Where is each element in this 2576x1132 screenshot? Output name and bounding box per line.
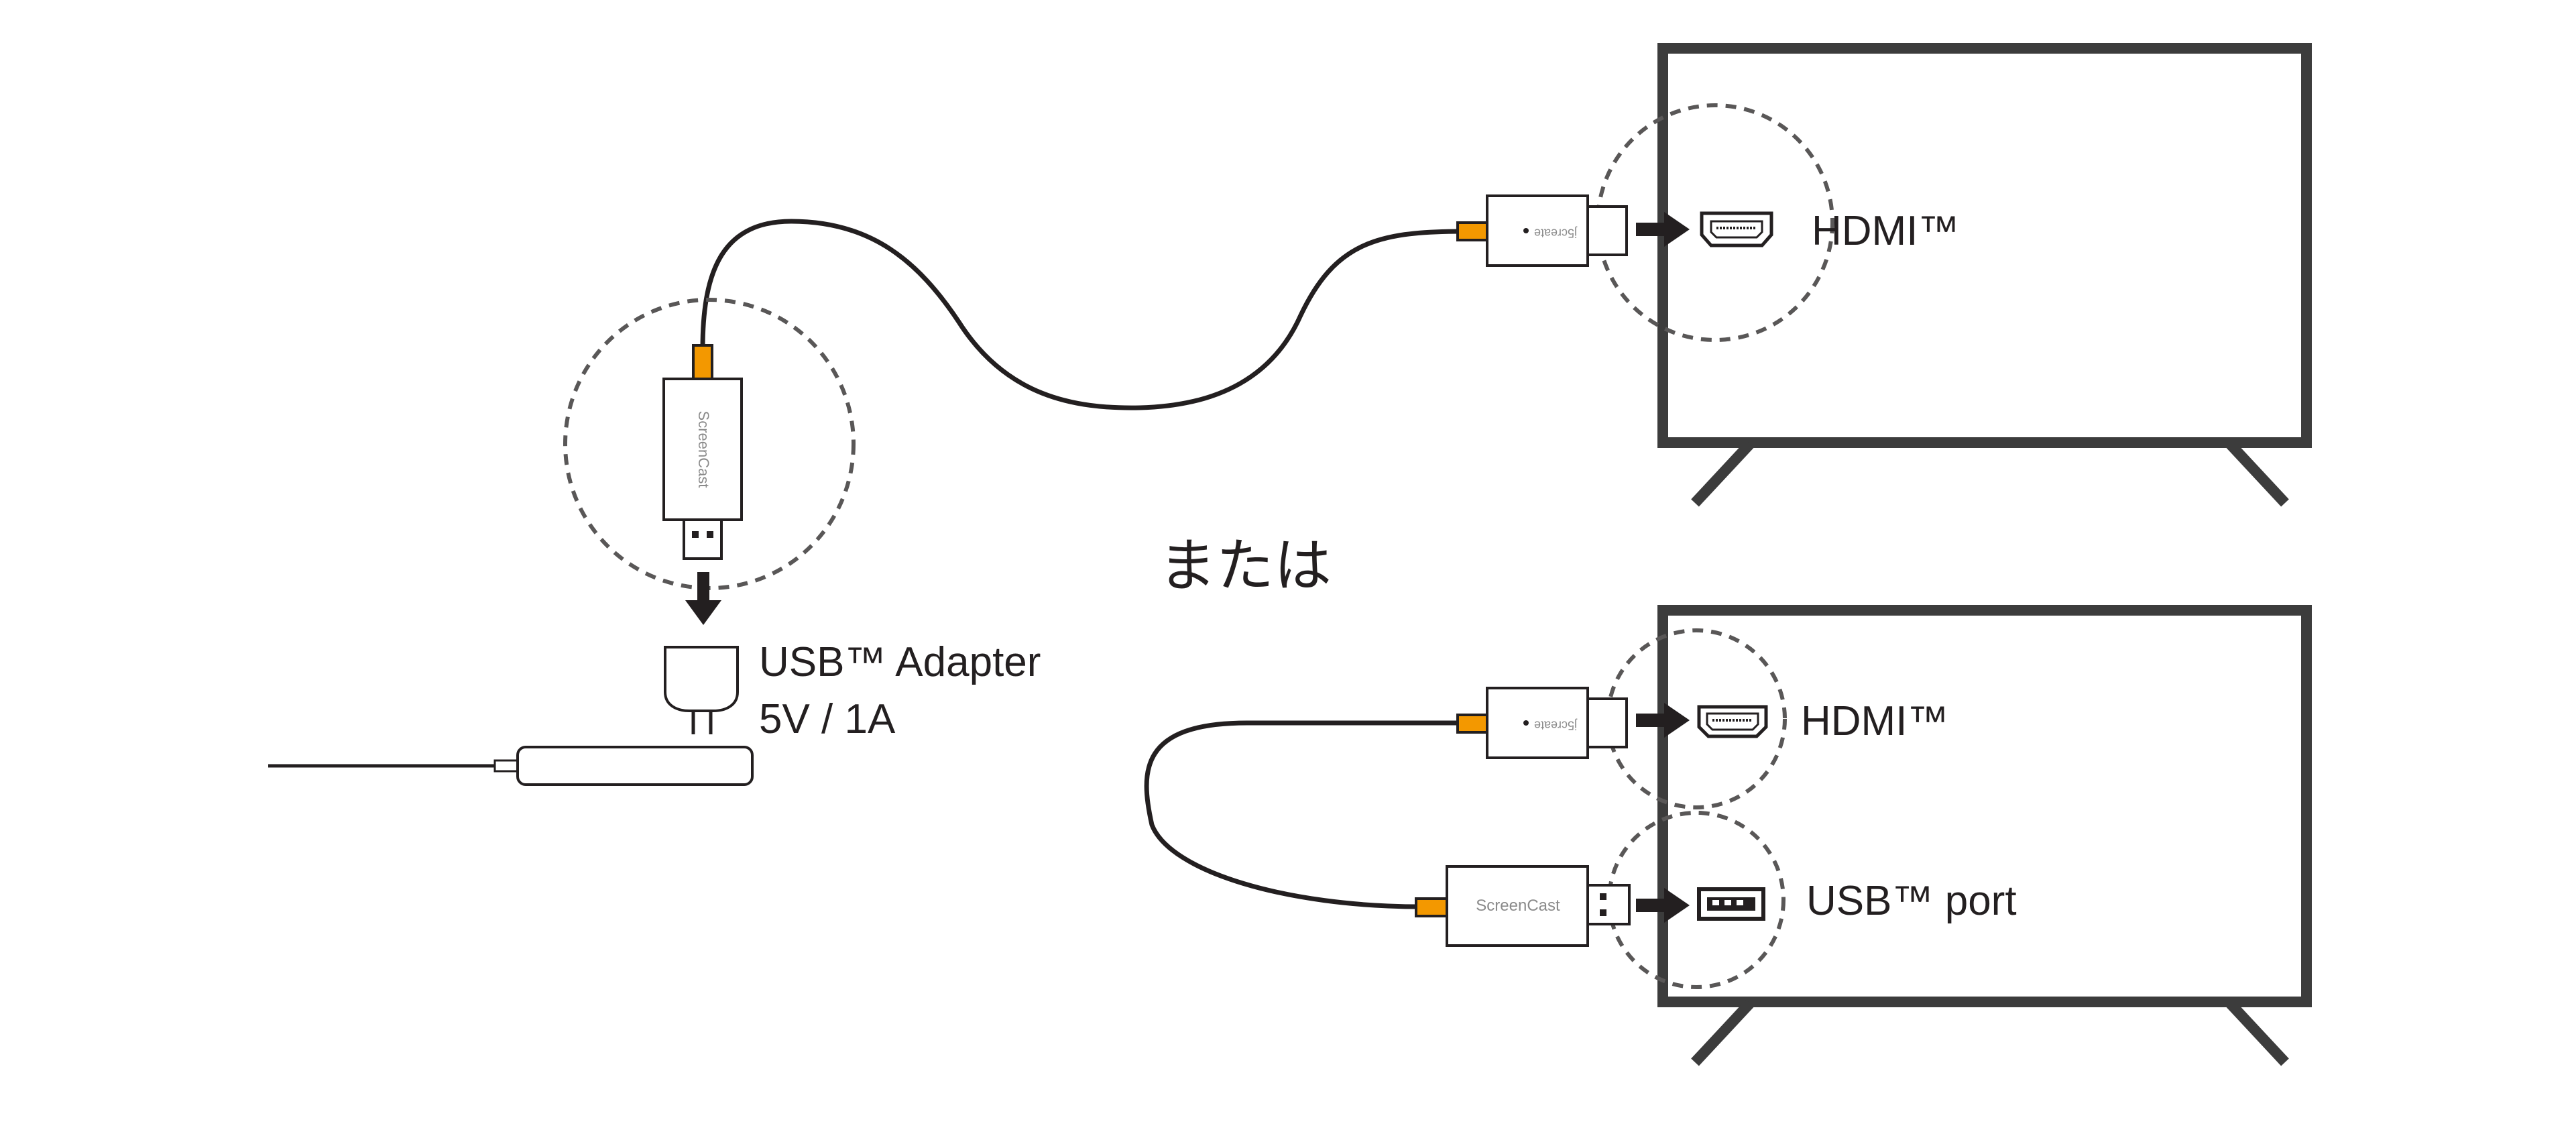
usb-dongle-bottom-collar [1415, 897, 1450, 917]
label-or: または [1159, 532, 1332, 600]
usb-dongle-bottom-plug [1586, 884, 1631, 925]
tv-top-screen [1657, 43, 2312, 448]
hdmi-dongle-bottom-led [1523, 720, 1529, 726]
dongle-vertical-usb-pin-left [692, 531, 699, 538]
zoom-circle-hdmi-bottom [1606, 628, 1787, 809]
screencast-hdmi-dongle-bottom: j5create [1456, 687, 1628, 759]
usb-dongle-bottom-body [1446, 865, 1589, 947]
zoom-circle-hdmi-top [1596, 103, 1834, 342]
arrow-right-icon [1636, 703, 1690, 738]
screencast-usb-dongle-bottom: ScreenCast [1415, 865, 1631, 947]
dongle-vertical-cable-collar [692, 344, 713, 382]
hdmi-dongle-top-led [1523, 228, 1529, 233]
power-adapter-brick [493, 746, 754, 786]
hdmi-dongle-top-body [1486, 194, 1589, 267]
tv-top-leg-left [1691, 440, 1754, 507]
tv-bottom [1657, 605, 2312, 1066]
hdmi-dongle-bottom-collar [1456, 714, 1490, 734]
hdmi-port-icon [1697, 705, 1768, 738]
dongle-vertical-usb-pin-right [707, 531, 713, 538]
label-hdmi-bottom: HDMI™ [1801, 698, 1948, 744]
cable-bottom [1144, 720, 1462, 909]
power-adapter-body [516, 746, 754, 786]
power-adapter-connector [493, 759, 520, 773]
tv-bottom-screen [1657, 605, 2312, 1007]
dongle-vertical-usb-plug [683, 518, 723, 560]
tv-bottom-leg-left [1691, 999, 1754, 1066]
hdmi-dongle-top-collar [1456, 221, 1490, 241]
tv-top [1657, 43, 2312, 507]
label-usb-adapter: USB™ Adapter [759, 639, 1041, 685]
label-hdmi-top: HDMI™ [1812, 208, 1959, 254]
usb-port-icon [1697, 887, 1765, 921]
zoom-circle-usb-port [1607, 811, 1785, 989]
usb-dongle-bottom-brand: ScreenCast [1476, 897, 1560, 915]
dongle-vertical-brand: ScreenCast [695, 411, 712, 488]
arrow-down-icon [685, 572, 721, 625]
power-plug-icon [664, 646, 739, 734]
hdmi-dongle-top-plug [1586, 205, 1628, 256]
cable-top [700, 219, 1462, 410]
label-usb-adapter-spec: 5V / 1A [759, 696, 896, 742]
arrow-right-icon [1636, 888, 1690, 923]
screencast-dongle-vertical: ScreenCast [662, 344, 743, 560]
hdmi-dongle-bottom-plug [1586, 697, 1628, 748]
hdmi-port-icon [1700, 211, 1773, 247]
tv-top-leg-right [2226, 440, 2289, 507]
hdmi-dongle-bottom-logo: j5create [1534, 718, 1578, 732]
usb-dongle-pin-top [1600, 893, 1606, 900]
arrow-right-icon [1636, 212, 1690, 247]
label-usb-port: USB™ port [1806, 878, 2017, 924]
tv-bottom-leg-right [2226, 999, 2289, 1066]
screencast-hdmi-dongle-top: j5create [1456, 194, 1628, 267]
hdmi-dongle-bottom-body [1486, 687, 1589, 759]
usb-dongle-pin-bottom [1600, 909, 1606, 916]
hdmi-dongle-top-logo: j5create [1534, 226, 1578, 239]
